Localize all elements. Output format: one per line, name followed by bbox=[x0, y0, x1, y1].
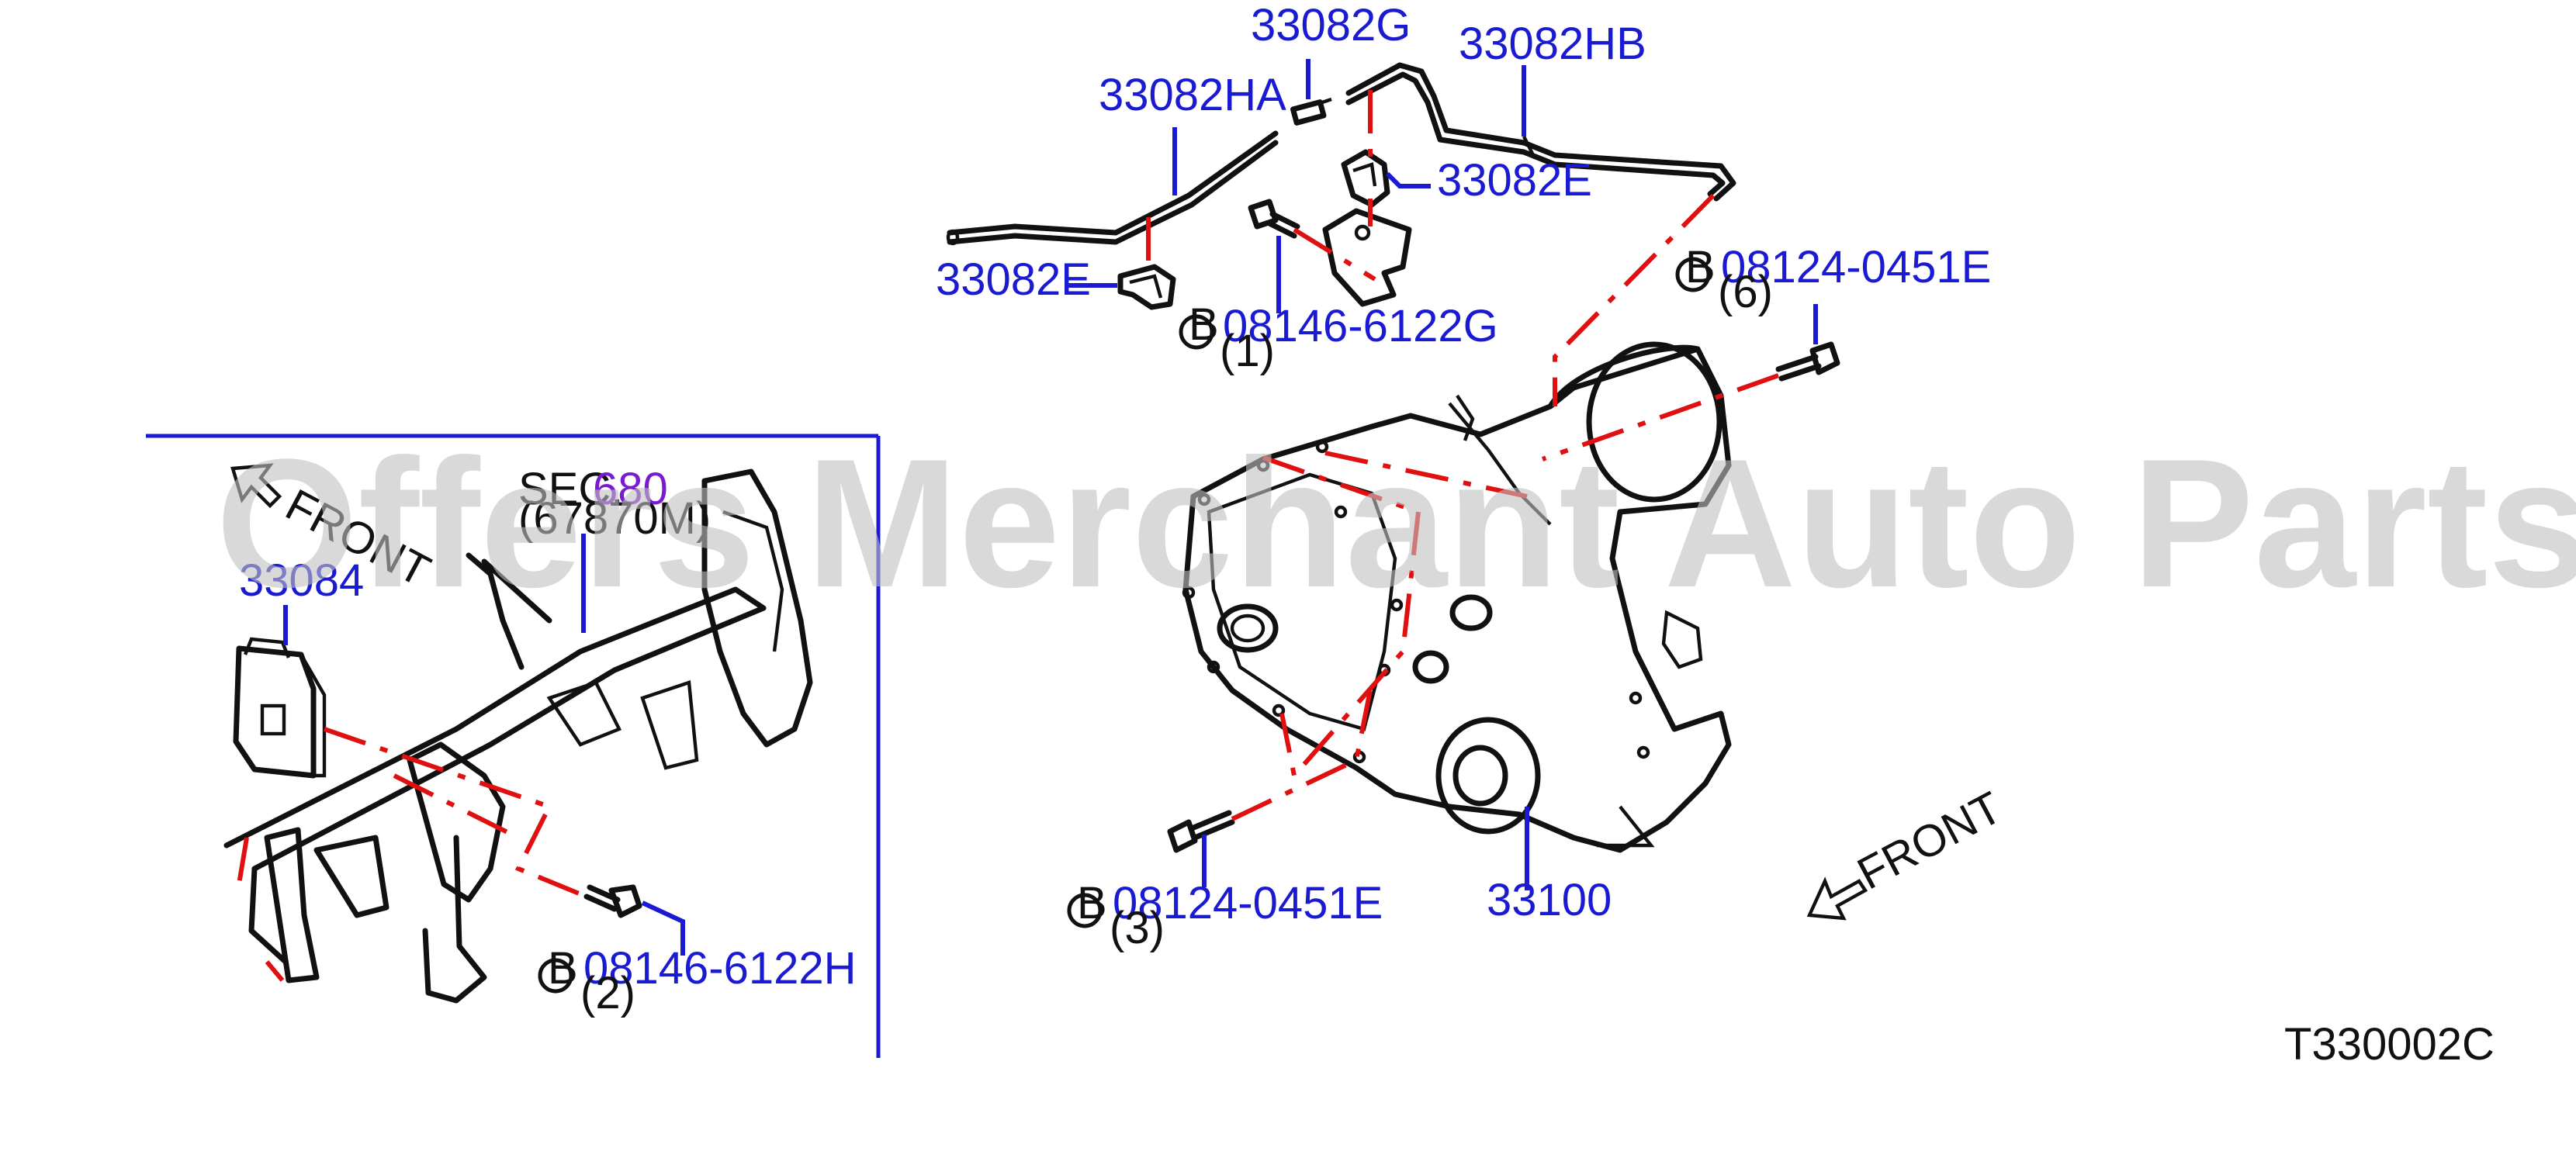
clip-33082e-right[interactable] bbox=[1341, 149, 1390, 208]
svg-text:08146-6122H: 08146-6122H bbox=[583, 943, 857, 994]
cross-member[interactable] bbox=[223, 468, 813, 1004]
section-link: 680 bbox=[593, 464, 668, 514]
connector-33082g[interactable] bbox=[1290, 97, 1332, 126]
svg-text:B: B bbox=[1189, 299, 1219, 350]
svg-text:B: B bbox=[1685, 242, 1716, 292]
svg-text:SEC.: SEC. bbox=[518, 464, 623, 514]
callout-08146-6122g: B 08146-6122G (1) bbox=[1179, 299, 1498, 376]
front-label-right: FRONT bbox=[1850, 782, 2010, 899]
callout-33082e-right: 33082E bbox=[1437, 155, 1592, 206]
svg-text:08146-6122G: 08146-6122G bbox=[1223, 301, 1498, 351]
callout-33084: 33084 bbox=[239, 555, 364, 606]
svg-text:(2): (2) bbox=[580, 968, 635, 1018]
hose-33082ha[interactable] bbox=[946, 130, 1279, 246]
diagram-code: T330002C bbox=[2284, 1019, 2495, 1070]
svg-text:(67870M): (67870M) bbox=[518, 493, 711, 544]
bolt-08124-0451e-6[interactable] bbox=[1775, 341, 1840, 382]
svg-text:(6): (6) bbox=[1718, 267, 1773, 317]
callout-33100: 33100 bbox=[1487, 875, 1612, 925]
callout-33082ha: 33082HA bbox=[1099, 70, 1286, 120]
callout-33082hb: 33082HB bbox=[1459, 19, 1646, 69]
transfer-case-33100[interactable] bbox=[1182, 341, 1732, 853]
front-arrow-right: FRONT bbox=[1806, 782, 2010, 921]
svg-text:08124-0451E: 08124-0451E bbox=[1113, 878, 1383, 928]
svg-text:B: B bbox=[1077, 878, 1107, 928]
watermark: Offers Merchant Auto Parts Catalog PARTS… bbox=[216, 421, 2576, 626]
bolt-08146-6122h[interactable] bbox=[583, 884, 642, 918]
bracket[interactable] bbox=[1322, 208, 1412, 307]
svg-text:08124-0451E: 08124-0451E bbox=[1721, 242, 1991, 292]
leader-lines bbox=[283, 59, 1818, 956]
svg-text:(3): (3) bbox=[1110, 903, 1165, 953]
bolt-08146-6122g[interactable] bbox=[1248, 199, 1300, 239]
callout-33082e-left: 33082E bbox=[936, 254, 1091, 305]
callout-08124-0451e-3: B 08124-0451E (3) bbox=[1067, 878, 1383, 953]
hose-33082hb[interactable] bbox=[1345, 62, 1736, 202]
bolt-08124-0451e-3[interactable] bbox=[1167, 810, 1235, 853]
control-unit-33084[interactable] bbox=[233, 637, 327, 779]
svg-text:B: B bbox=[548, 943, 578, 994]
clip-33082e-left[interactable] bbox=[1117, 264, 1176, 310]
section-reference[interactable]: SEC. 680 (67870M) bbox=[518, 464, 711, 544]
svg-text:(1): (1) bbox=[1220, 326, 1275, 376]
callout-08124-0451e-6: B 08124-0451E (6) bbox=[1675, 242, 1991, 317]
alignment-lines bbox=[237, 90, 1780, 982]
inset-frame bbox=[146, 434, 881, 1058]
callout-33082g: 33082G bbox=[1251, 0, 1411, 50]
callout-08146-6122h: B 08146-6122H (2) bbox=[538, 943, 857, 1018]
